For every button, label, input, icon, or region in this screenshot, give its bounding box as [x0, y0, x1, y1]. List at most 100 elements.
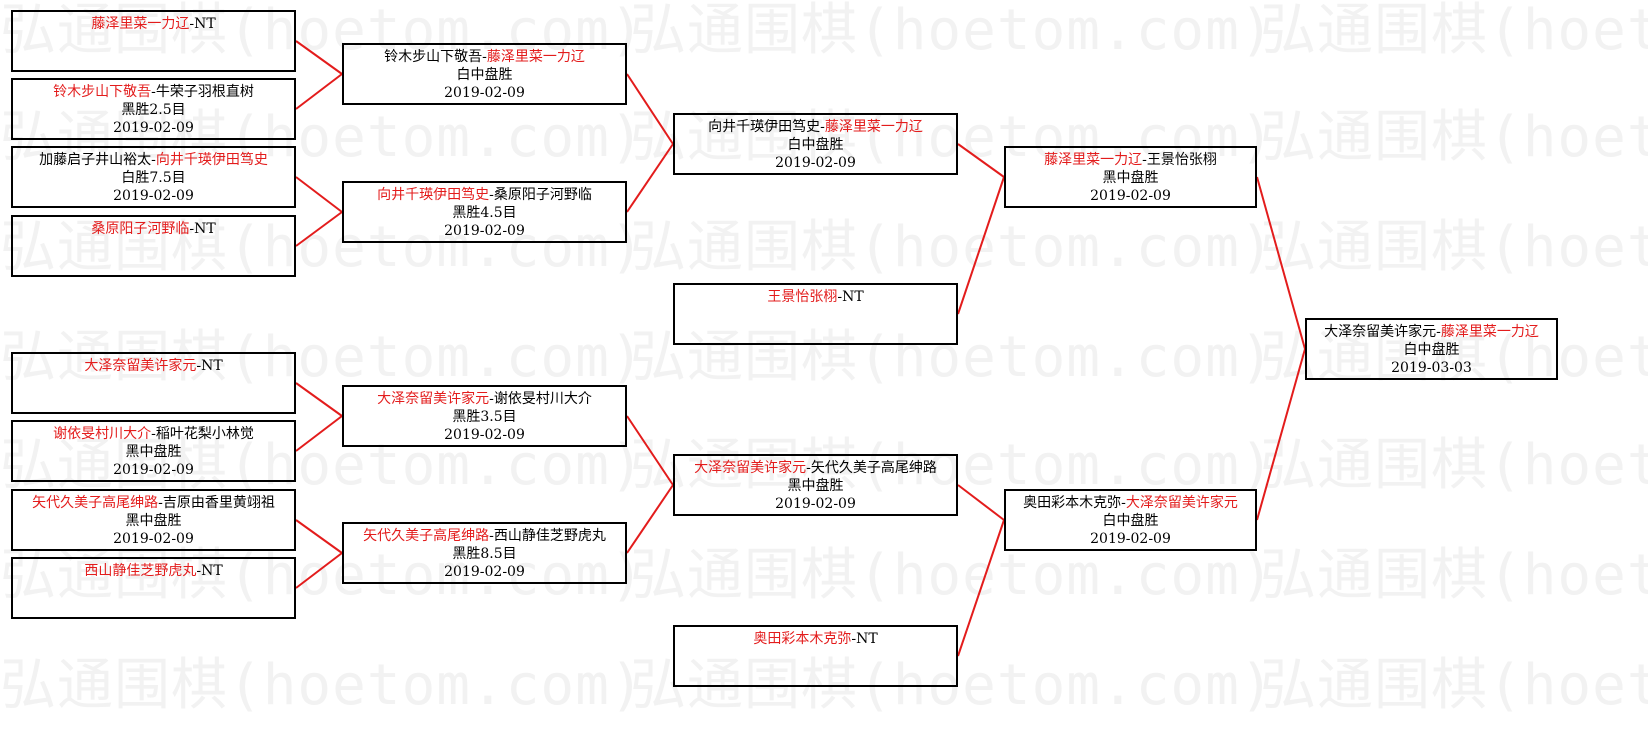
match-result: 白胜7.5目: [121, 170, 186, 186]
connector-line: [1256, 348, 1306, 521]
match-players: 谢依旻村川大介-稲叶花梨小林觉: [53, 426, 254, 442]
watermark-text: 弘通围棋(hoetom.com): [1260, 653, 1648, 718]
watermark-text: 弘通围棋(hoetom.com): [1260, 0, 1648, 63]
player-two: 吉原由香里黄翊祖: [162, 495, 275, 511]
player-one: 大泽奈留美许家元: [84, 358, 197, 374]
match-players: 矢代久美子高尾绅路-西山静佳芝野虎丸: [363, 528, 606, 544]
match-date: 2019-02-09: [1090, 531, 1171, 547]
match-date: 2019-02-09: [113, 531, 194, 547]
match-players: 矢代久美子高尾绅路-吉原由香里黄翊祖: [32, 495, 275, 511]
player-one: 大泽奈留美许家元: [377, 391, 490, 407]
player-one: 藤泽里菜一力辽: [91, 16, 190, 32]
match-players: 向井千瑛伊田笃史-藤泽里菜一力辽: [708, 119, 923, 135]
match-players: 藤泽里菜一力辽-王景怡张栩: [1044, 152, 1217, 168]
connector-line: [626, 73, 674, 145]
match-box-r4m2: 奥田彩本木克弥-大泽奈留美许家元白中盘胜 2019-02-09: [1004, 489, 1257, 551]
match-players: 奥田彩本木克弥-大泽奈留美许家元: [1023, 495, 1238, 511]
player-two: 王景怡张栩: [1146, 152, 1217, 168]
match-result: 白中盘胜: [787, 137, 844, 153]
player-two: 藤泽里菜一力辽: [1440, 324, 1539, 340]
match-date: 2019-02-09: [444, 85, 525, 101]
match-players: 大泽奈留美许家元-NT: [84, 358, 223, 374]
connector-line: [626, 143, 674, 213]
match-date: 2019-02-09: [444, 564, 525, 580]
player-two: 藤泽里菜一力辽: [486, 49, 585, 65]
match-players: 大泽奈留美许家元-矢代久美子高尾绅路: [694, 460, 937, 476]
player-one: 大泽奈留美许家元: [694, 460, 807, 476]
watermark-text: 弘通围棋(hoetom.com): [1260, 215, 1648, 280]
watermark-text: 弘通围棋(hoetom.com): [630, 215, 1275, 280]
match-date: 2019-02-09: [444, 223, 525, 239]
watermark-text: 弘通围棋(hoetom.com): [0, 543, 645, 608]
connector-line: [626, 484, 674, 554]
player-two: 向井千瑛伊田笃史: [155, 152, 268, 168]
match-players: 大泽奈留美许家元-藤泽里菜一力辽: [1324, 324, 1539, 340]
player-one: 向井千瑛伊田笃史: [708, 119, 821, 135]
match-result: 白中盘胜: [456, 67, 513, 83]
player-two: NT: [194, 16, 216, 32]
connector-line: [957, 484, 1005, 521]
match-box-r1m4: 桑原阳子河野临-NT: [11, 215, 296, 277]
player-one: 矢代久美子高尾绅路: [32, 495, 159, 511]
watermark-text: 弘通围棋(hoetom.com): [630, 543, 1275, 608]
watermark-text: 弘通围棋(hoetom.com): [1260, 543, 1648, 608]
connector-line: [295, 382, 343, 417]
match-result: 黑中盘胜: [125, 513, 182, 529]
match-players: 加藤启子井山裕太-向井千瑛伊田笃史: [39, 152, 268, 168]
player-one: 谢依旻村川大介: [53, 426, 152, 442]
player-one: 桑原阳子河野临: [91, 221, 190, 237]
match-result: 白中盘胜: [1102, 513, 1159, 529]
connector-line: [295, 40, 343, 75]
match-date: 2019-02-09: [113, 188, 194, 204]
connector-line: [626, 415, 674, 486]
connector-line: [295, 415, 343, 452]
match-players: 铃木步山下敬吾-牛荣子羽根直树: [53, 84, 254, 100]
match-box-r3m4: 奥田彩本木克弥-NT: [673, 625, 958, 687]
connector-line: [1256, 176, 1306, 350]
match-date: 2019-02-09: [1090, 188, 1171, 204]
connector-line: [295, 176, 343, 213]
player-two: 矢代久美子高尾绅路: [810, 460, 937, 476]
match-result: 黑胜3.5目: [452, 409, 517, 425]
connector-line: [957, 519, 1005, 657]
player-one: 奥田彩本木克弥: [1023, 495, 1122, 511]
match-result: 黑胜8.5目: [452, 546, 517, 562]
player-one: 大泽奈留美许家元: [1324, 324, 1437, 340]
player-two: 西山静佳芝野虎丸: [493, 528, 606, 544]
match-box-r1m8: 西山静佳芝野虎丸-NT: [11, 557, 296, 619]
watermark-text: 弘通围棋(hoetom.com): [0, 325, 645, 390]
player-one: 向井千瑛伊田笃史: [377, 187, 490, 203]
match-players: 铃木步山下敬吾-藤泽里菜一力辽: [384, 49, 585, 65]
watermark-text: 弘通围棋(hoetom.com): [1260, 433, 1648, 498]
connector-line: [957, 143, 1005, 178]
match-date: 2019-02-09: [113, 462, 194, 478]
match-players: 桑原阳子河野临-NT: [91, 221, 216, 237]
player-two: 桑原阳子河野临: [493, 187, 592, 203]
match-result: 黑胜2.5目: [121, 102, 186, 118]
connector-line: [295, 211, 343, 247]
player-two: NT: [842, 289, 864, 305]
match-box-r1m5: 大泽奈留美许家元-NT: [11, 352, 296, 414]
match-result: 黑中盘胜: [1102, 170, 1159, 186]
match-box-r4m1: 藤泽里菜一力辽-王景怡张栩黑中盘胜 2019-02-09: [1004, 146, 1257, 208]
watermark-text: 弘通围棋(hoetom.com): [630, 433, 1275, 498]
watermark-text: 弘通围棋(hoetom.com): [1260, 105, 1648, 170]
player-two: NT: [194, 221, 216, 237]
match-players: 西山静佳芝野虎丸-NT: [84, 563, 223, 579]
player-one: 藤泽里菜一力辽: [1044, 152, 1143, 168]
match-players: 藤泽里菜一力辽-NT: [91, 16, 216, 32]
watermark-text: 弘通围棋(hoetom.com): [0, 653, 645, 718]
match-box-r1m3: 加藤启子井山裕太-向井千瑛伊田笃史白胜7.5目 2019-02-09: [11, 146, 296, 208]
player-two: NT: [856, 631, 878, 647]
match-date: 2019-02-09: [775, 496, 856, 512]
player-two: 大泽奈留美许家元: [1125, 495, 1238, 511]
match-result: 白中盘胜: [1403, 342, 1460, 358]
match-box-r1m1: 藤泽里菜一力辽-NT: [11, 10, 296, 72]
